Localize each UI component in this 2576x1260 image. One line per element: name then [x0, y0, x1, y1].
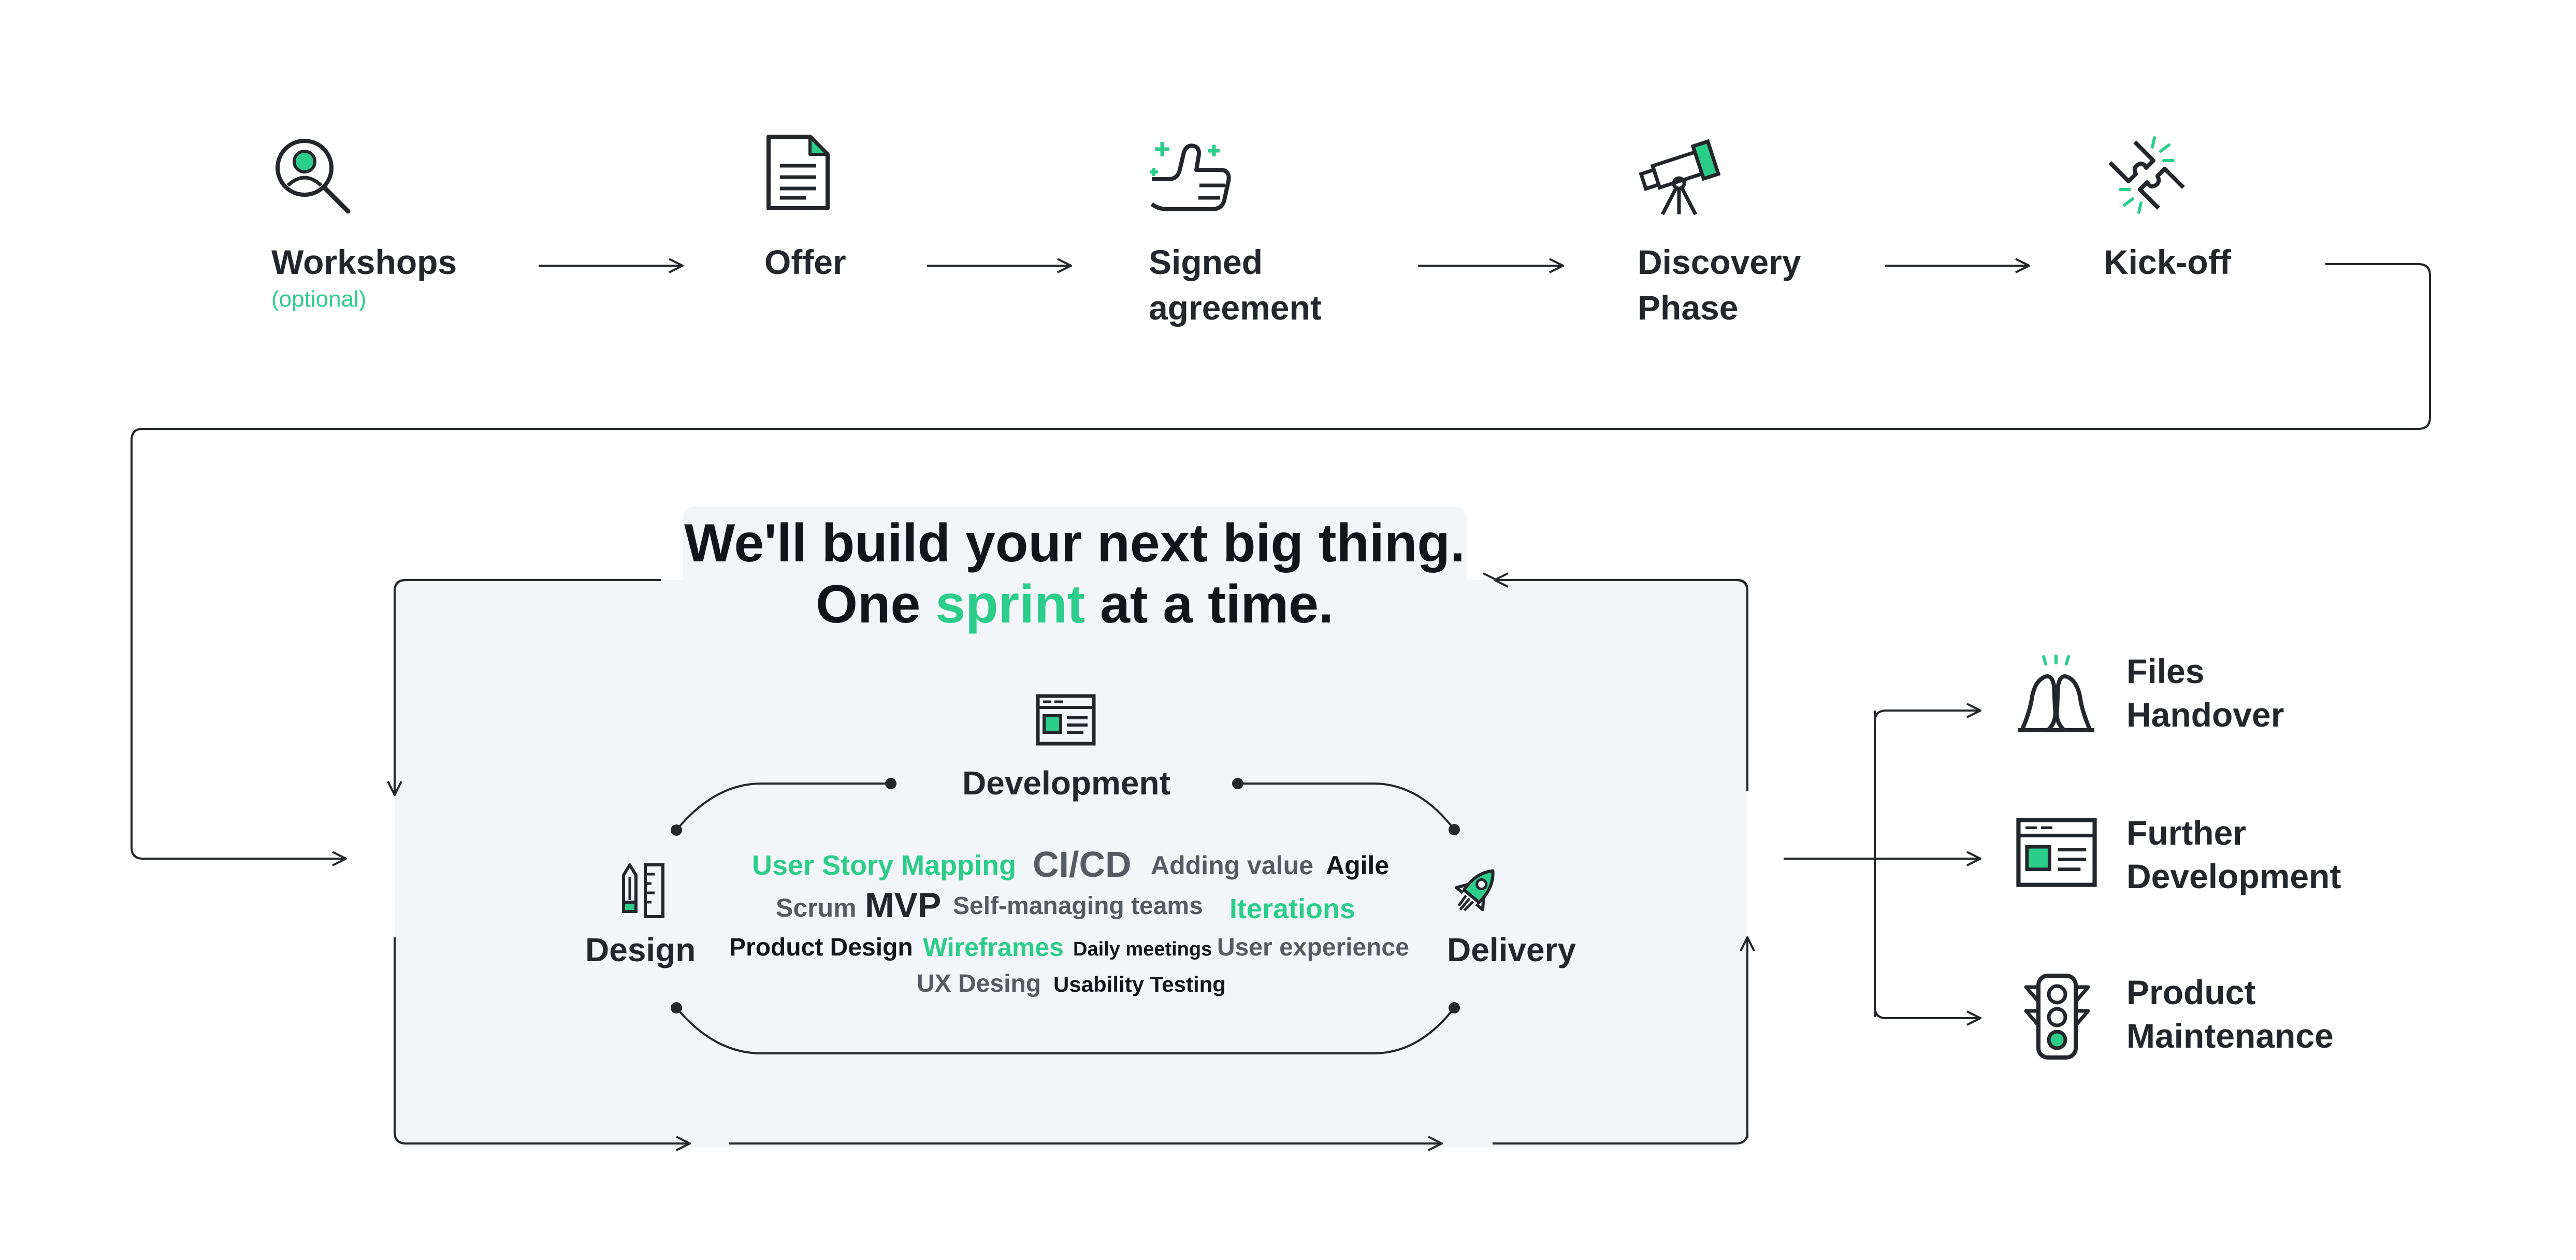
step-kick-off: Kick-off — [2104, 239, 2231, 285]
cloud-term: User experience — [1217, 934, 1409, 961]
cloud-term: Scrum — [776, 893, 857, 922]
step-sublabel: (optional) — [271, 286, 367, 312]
cloud-term: Usability Testing — [1053, 972, 1226, 996]
step-workshops: Workshops (optional) — [271, 239, 457, 314]
cloud-term: MVP — [865, 886, 942, 925]
cloud-term: Product Design — [729, 934, 913, 961]
cloud-term: Adding value — [1151, 851, 1313, 880]
headline-line-1: We'll build your next big thing. — [684, 513, 1465, 573]
browser-window-icon — [1036, 694, 1096, 746]
stage-delivery: Delivery — [1447, 931, 1576, 968]
thumbs-up-icon — [1148, 134, 1236, 216]
outcome-further-development: Further Development — [2126, 814, 2341, 895]
outcome-files-handover: Files Handover — [2126, 652, 2284, 734]
puzzle-connect-icon — [2103, 134, 2191, 216]
traffic-light-icon — [2021, 974, 2093, 1062]
rocket-icon — [1448, 862, 1505, 919]
stage-development: Development — [962, 764, 1170, 802]
connector-kickoff-to-sprint — [131, 263, 2431, 859]
headline-panel — [683, 506, 1467, 639]
step-label: Kick-off — [2104, 243, 2231, 281]
cloud-term: UX Desing — [917, 970, 1041, 997]
outcome-product-maintenance: Product Maintenance — [2126, 973, 2334, 1055]
cloud-term: Self-managing teams — [953, 892, 1203, 920]
search-person-icon — [270, 134, 353, 216]
high-five-icon — [2015, 655, 2097, 737]
cloud-term: Wireframes — [923, 933, 1064, 962]
step-label: Offer — [764, 243, 846, 281]
document-icon — [764, 134, 832, 211]
arrow-to-product-maintenance — [1874, 711, 1980, 1018]
cloud-term: Iterations — [1229, 893, 1356, 924]
step-discovery-phase: Discovery Phase — [1638, 239, 1801, 330]
telescope-icon — [1637, 134, 1725, 216]
stage-design: Design — [585, 931, 696, 968]
pencil-ruler-icon — [616, 862, 668, 919]
sprint-headline: We'll build your next big thing. One spr… — [683, 513, 1467, 635]
cloud-term: User Story Mapping — [752, 850, 1017, 881]
step-label: Workshops — [271, 243, 457, 281]
step-label: Signed agreement — [1149, 243, 1322, 327]
step-label: Discovery Phase — [1638, 243, 1801, 327]
step-signed-agreement: Signed agreement — [1149, 239, 1322, 330]
browser-window-icon — [2016, 816, 2097, 889]
step-offer: Offer — [764, 239, 846, 285]
cloud-term: Agile — [1326, 851, 1390, 880]
cloud-term: CI/CD — [1033, 844, 1132, 885]
headline-accent: sprint — [935, 574, 1086, 634]
cloud-term: Daily meetings — [1073, 938, 1212, 960]
headline-line-2: One sprint at a time. — [816, 574, 1334, 634]
